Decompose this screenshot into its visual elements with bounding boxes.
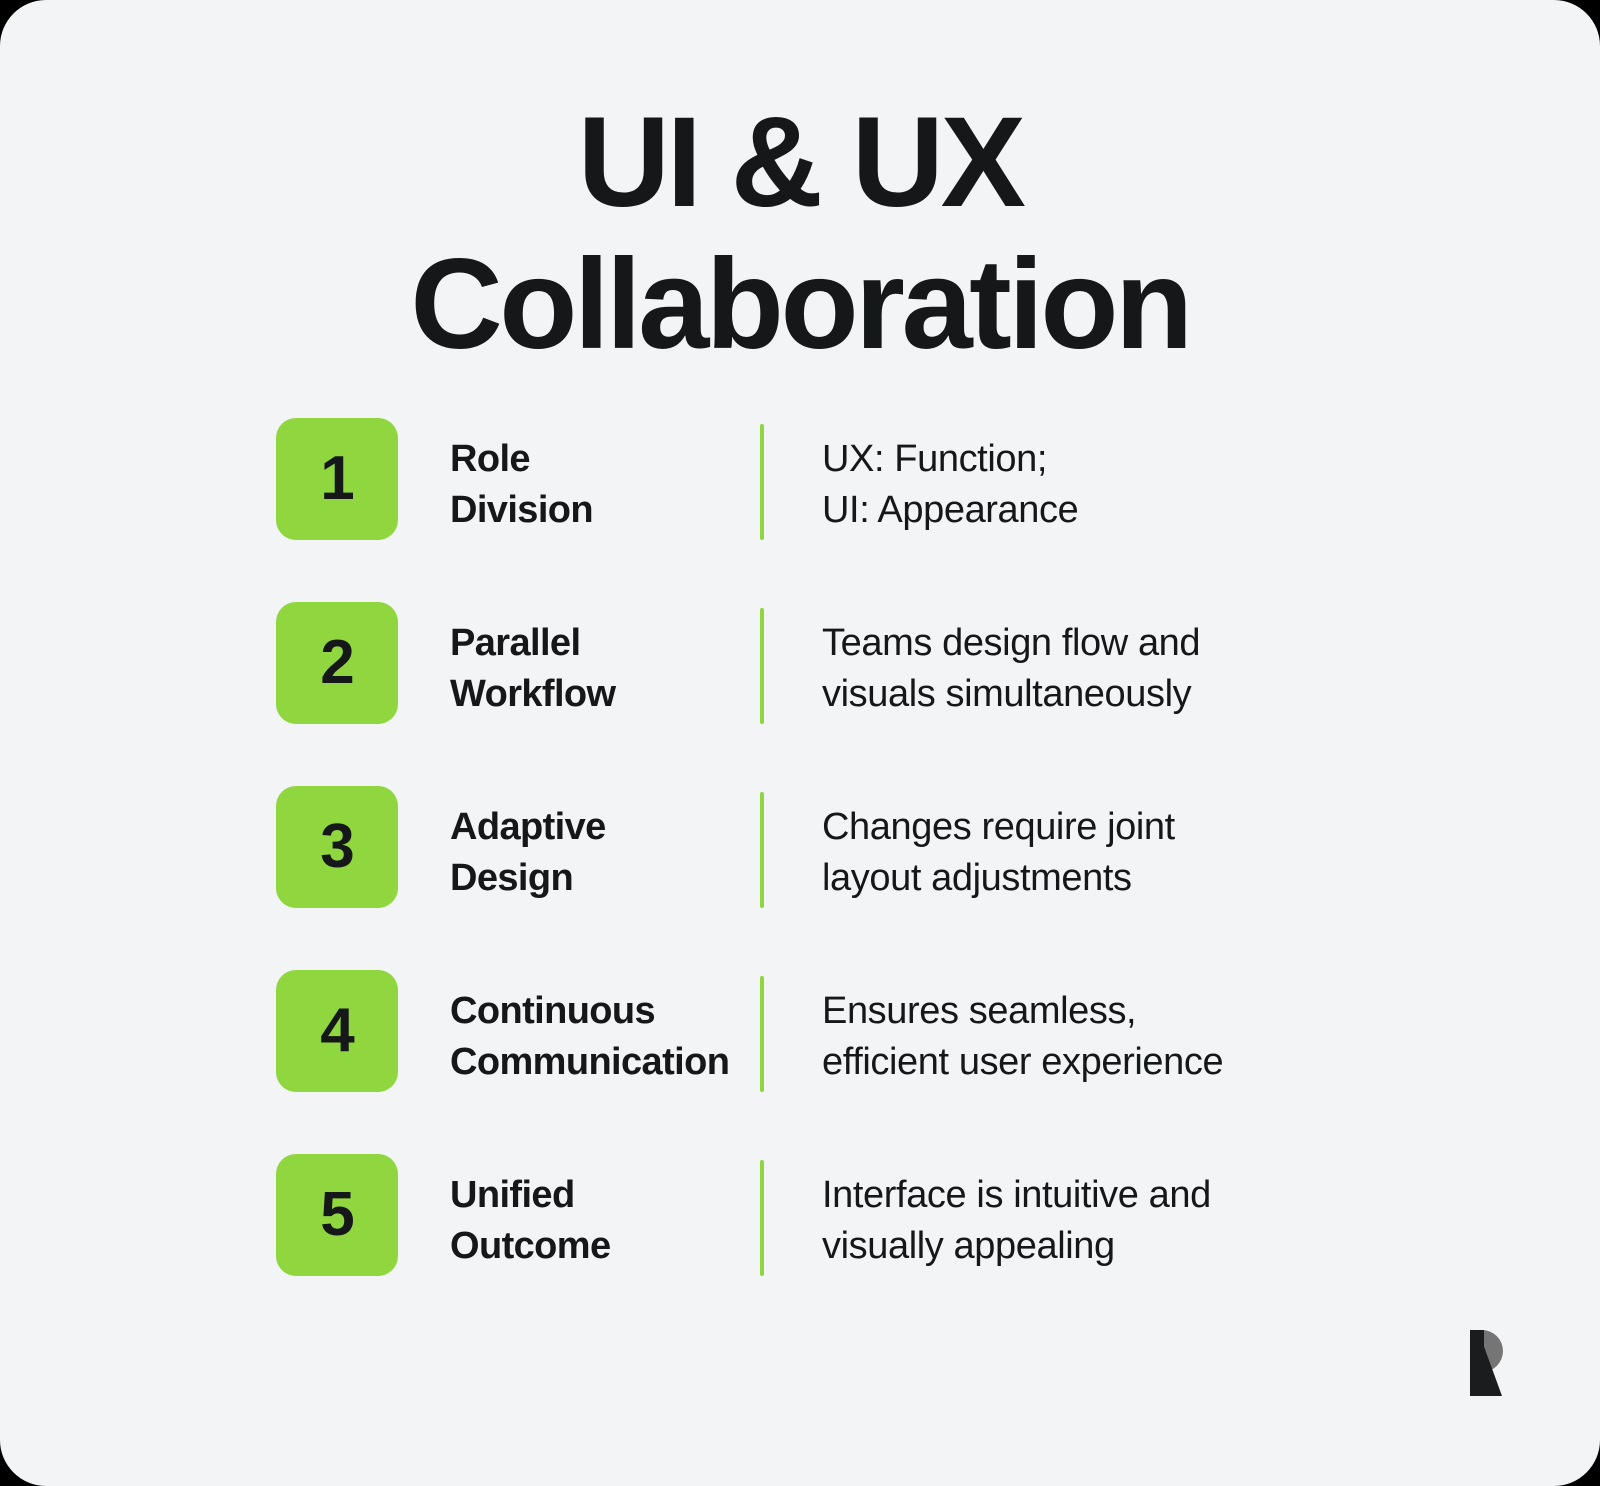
step-description-line-1: Ensures seamless, — [822, 990, 1137, 1032]
page-title-line-1: UI & UX — [577, 91, 1026, 234]
list-item: 5 Unified Outcome Interface is intuitive… — [276, 1154, 1396, 1276]
list-item: 4 Continuous Communication Ensures seaml… — [276, 970, 1396, 1092]
page-title: UI & UX Collaboration — [0, 92, 1600, 376]
step-description-line-1: UX: Function; — [822, 438, 1048, 480]
list-item: 3 Adaptive Design Changes require joint … — [276, 786, 1396, 908]
step-label-line-1: Unified — [450, 1174, 575, 1216]
step-label: Adaptive Design — [398, 786, 760, 904]
step-description-line-2: layout adjustments — [822, 857, 1132, 899]
vertical-divider — [760, 976, 764, 1092]
step-description-line-2: visually appealing — [822, 1225, 1115, 1267]
step-number-badge: 5 — [276, 1154, 398, 1276]
vertical-divider — [760, 424, 764, 540]
step-label-line-1: Role — [450, 438, 531, 480]
step-description: UX: Function; UI: Appearance — [764, 418, 1396, 536]
step-description-line-1: Changes require joint — [822, 806, 1175, 848]
step-label-line-2: Division — [450, 489, 594, 531]
step-number-badge: 2 — [276, 602, 398, 724]
step-label-line-2: Communication — [450, 1041, 730, 1083]
points-list: 1 Role Division UX: Function; UI: Appear… — [276, 418, 1396, 1276]
step-description: Ensures seamless, efficient user experie… — [764, 970, 1396, 1088]
step-description-line-2: UI: Appearance — [822, 489, 1079, 531]
vertical-divider — [760, 608, 764, 724]
page-title-line-2: Collaboration — [410, 233, 1193, 376]
step-label-line-1: Adaptive — [450, 806, 606, 848]
list-item: 1 Role Division UX: Function; UI: Appear… — [276, 418, 1396, 540]
step-description: Changes require joint layout adjustments — [764, 786, 1396, 904]
step-label-line-1: Continuous — [450, 990, 656, 1032]
step-label-line-2: Workflow — [450, 673, 616, 715]
step-label-line-2: Design — [450, 857, 574, 899]
step-description: Teams design flow and visuals simultaneo… — [764, 602, 1396, 720]
step-description-line-1: Interface is intuitive and — [822, 1174, 1211, 1216]
brand-logo-icon — [1452, 1330, 1512, 1404]
step-number-badge: 3 — [276, 786, 398, 908]
step-label-line-1: Parallel — [450, 622, 581, 664]
list-item: 2 Parallel Workflow Teams design flow an… — [276, 602, 1396, 724]
step-label: Continuous Communication — [398, 970, 760, 1088]
step-description: Interface is intuitive and visually appe… — [764, 1154, 1396, 1272]
step-description-line-2: visuals simultaneously — [822, 673, 1192, 715]
vertical-divider — [760, 792, 764, 908]
step-label: Unified Outcome — [398, 1154, 760, 1272]
step-label: Parallel Workflow — [398, 602, 760, 720]
step-number-badge: 4 — [276, 970, 398, 1092]
step-description-line-1: Teams design flow and — [822, 622, 1201, 664]
step-label-line-2: Outcome — [450, 1225, 611, 1267]
step-description-line-2: efficient user experience — [822, 1041, 1224, 1083]
vertical-divider — [760, 1160, 764, 1276]
step-label: Role Division — [398, 418, 760, 536]
step-number-badge: 1 — [276, 418, 398, 540]
